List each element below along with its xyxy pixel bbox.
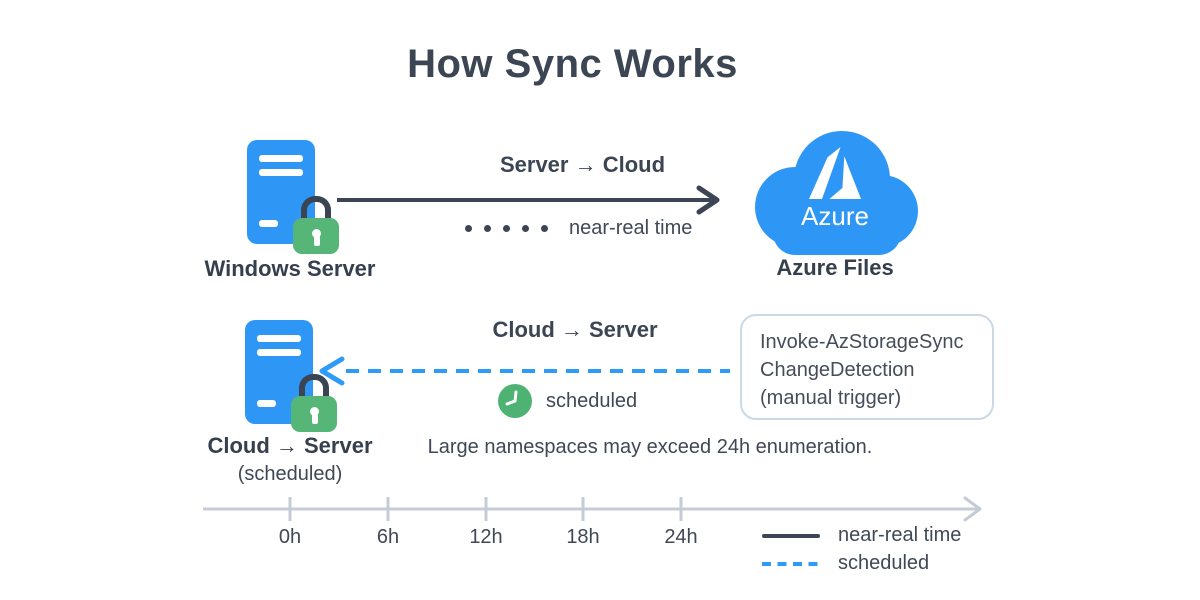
server-to-cloud-arrow	[337, 185, 720, 215]
azure-cloud-icon: Azure	[745, 123, 925, 255]
command-line-3: (manual trigger)	[760, 387, 902, 409]
clock-icon	[498, 384, 532, 418]
cloud-to-server-dashed-arrow	[319, 356, 730, 386]
azure-files-label: Azure Files	[776, 255, 894, 280]
sync-dot	[465, 224, 472, 232]
azure-logo-icon	[809, 146, 861, 199]
lock-keyhole-stem	[313, 236, 320, 246]
timeline-tick-label: 24h	[664, 526, 698, 548]
timeline-axis	[203, 496, 982, 522]
windows-server-label: Windows Server	[204, 256, 376, 281]
server-slot	[257, 400, 276, 407]
sync-dot	[541, 224, 548, 232]
server-slot	[259, 220, 278, 227]
scheduled-row: scheduled	[498, 383, 637, 419]
lock-icon	[291, 374, 337, 432]
enumeration-note: Large namespaces may exceed 24h enumerat…	[427, 436, 873, 458]
windows-server-icon	[247, 140, 315, 244]
command-line-1: Invoke-AzStorageSync	[760, 331, 964, 353]
timeline-tick-label: 18h	[566, 526, 600, 548]
server-to-cloud-heading: Server → Cloud	[499, 152, 666, 177]
scheduled-label: scheduled	[546, 389, 638, 412]
lock-keyhole	[310, 407, 319, 416]
legend-scheduled-label: scheduled	[838, 552, 930, 574]
lock-shackle	[299, 374, 329, 404]
server-slot	[259, 169, 303, 176]
timeline-tick-label: 6h	[376, 526, 400, 548]
cloud-to-server-heading: Cloud → Server	[492, 317, 658, 342]
sync-dot	[522, 224, 529, 232]
manual-trigger-box: Invoke-AzStorageSync ChangeDetection (ma…	[740, 314, 994, 420]
server-slot	[259, 155, 303, 162]
lock-keyhole	[312, 229, 321, 238]
command-line-2: ChangeDetection	[760, 359, 915, 381]
timeline-tick-label: 12h	[469, 526, 503, 548]
cloud-to-server-entity-sublabel: (scheduled)	[237, 463, 343, 485]
server-slot	[257, 349, 301, 356]
near-real-time-label: near-real time	[569, 216, 693, 239]
timeline-tick-label: 0h	[278, 526, 302, 548]
near-real-time-row: near-real time	[465, 215, 692, 241]
page-title: How Sync Works	[407, 42, 738, 86]
server-slot	[257, 335, 301, 342]
lock-shackle	[301, 196, 331, 226]
azure-logo-text: Azure	[801, 200, 869, 231]
sync-dot	[503, 224, 510, 232]
legend-dashed-line	[762, 562, 822, 566]
sync-dot	[484, 224, 491, 232]
lock-keyhole-stem	[311, 414, 318, 424]
legend-near-real-time-label: near-real time	[838, 524, 962, 546]
cloud-to-server-entity-label: Cloud → Server	[207, 433, 373, 458]
lock-icon	[293, 196, 339, 254]
legend-solid-line	[762, 534, 820, 538]
